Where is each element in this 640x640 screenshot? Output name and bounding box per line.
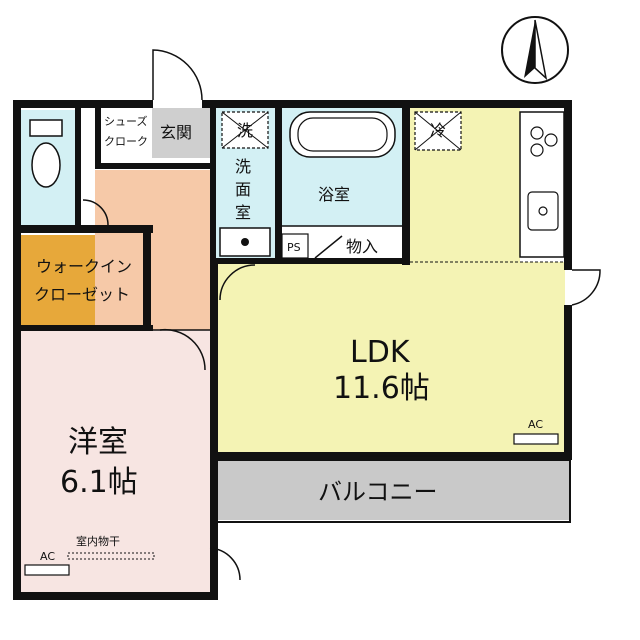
indoor-drying-rail: [67, 552, 155, 560]
ldk-size: 11.6帖: [333, 371, 430, 406]
ac-western-label: AC: [40, 550, 55, 563]
bathtub-icon: [289, 111, 396, 158]
washroom-line3: 室: [235, 203, 251, 222]
toilet-icon: [29, 119, 63, 188]
room-fill-entrance: [152, 108, 210, 158]
washer-label: 洗: [237, 121, 253, 140]
indoor-drying-label: 室内物干: [76, 534, 120, 548]
ac-ldk-label: AC: [528, 418, 543, 431]
room-fill-ldk: [215, 262, 565, 456]
walkin-line1: ウォークイン: [36, 257, 132, 276]
washer-space: [221, 111, 269, 149]
doors: [82, 49, 601, 581]
storage-label: 物入: [346, 237, 378, 256]
room-fill-hall: [95, 170, 210, 330]
ac-unit-western: [24, 564, 70, 576]
shoes-line1: シューズ: [104, 114, 147, 128]
ac-unit-ldk: [513, 433, 559, 445]
wash-basin-icon: [219, 227, 271, 257]
washroom-line2: 面: [235, 180, 251, 199]
ps-box: [281, 233, 309, 259]
washroom-line1: 洗: [235, 157, 251, 176]
bath-name: 浴室: [318, 185, 350, 204]
fridge-space: [414, 111, 462, 151]
balcony-name: バルコニー: [318, 478, 438, 506]
windows: [30, 102, 560, 597]
entrance-name: 玄関: [160, 123, 192, 142]
shoes-line2: クローク: [104, 135, 148, 148]
ldk-name: LDK: [350, 335, 411, 370]
ps-label: PS: [287, 241, 301, 254]
western-name: 洋室: [68, 425, 128, 460]
storage-diagonal: [314, 235, 343, 259]
western-size: 6.1帖: [60, 465, 138, 500]
kitchen-counter: [519, 111, 565, 258]
fridge-label: 冷: [430, 121, 446, 140]
room-fill-balcony: [215, 460, 570, 520]
room-fill-western: [20, 330, 215, 592]
walkin-line2: クローゼット: [34, 285, 130, 304]
balcony-outline: [214, 459, 571, 523]
north-compass-icon: [501, 16, 569, 84]
